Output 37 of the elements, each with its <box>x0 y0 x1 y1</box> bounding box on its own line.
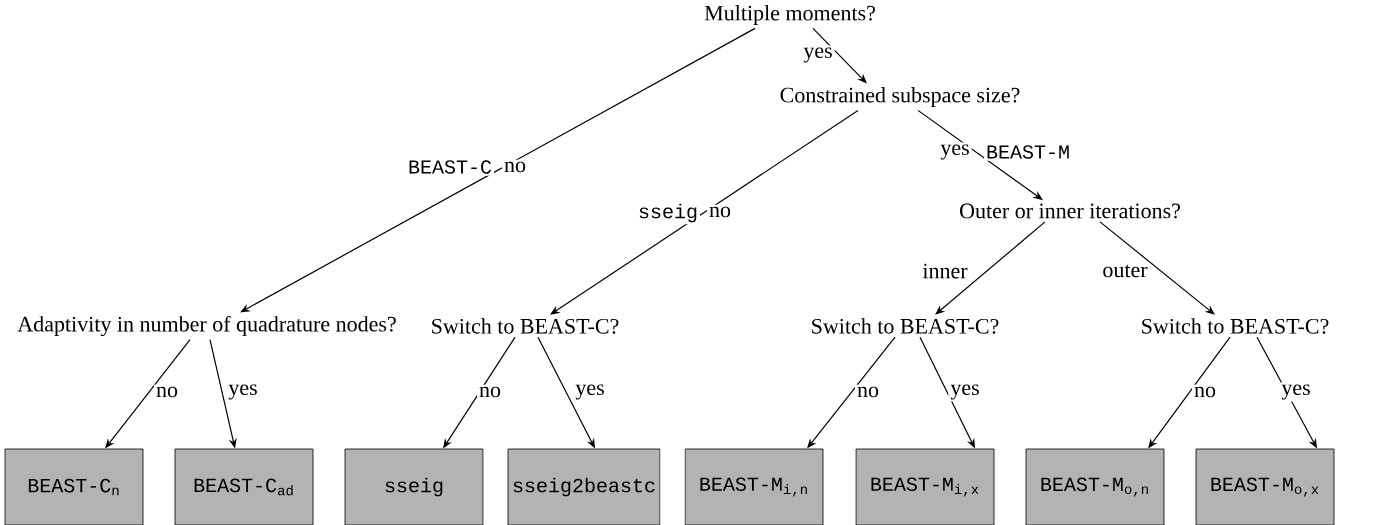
edge-label: inner <box>920 261 970 281</box>
question-text: Switch to BEAST-C? <box>432 318 619 334</box>
edge-label: no <box>707 204 733 220</box>
edge-label: yes <box>1279 382 1313 402</box>
edge-label: no <box>502 159 528 175</box>
question-text: Constrained subspace size? <box>780 87 1020 107</box>
edge-label: outer <box>1100 262 1150 280</box>
question-text: Outer or inner iterations? <box>960 203 1180 219</box>
result-box: BEAST-M$_{i,x}$ <box>855 448 995 525</box>
edge-label: yes <box>801 45 835 65</box>
arrow <box>935 221 1046 315</box>
edge-label: no <box>154 384 180 400</box>
edge-label: yes <box>226 382 260 402</box>
arrow <box>1099 221 1215 315</box>
method-label: sseig <box>636 201 700 225</box>
result-box: BEAST-C$_{n}$ <box>4 448 144 525</box>
edge-label: no <box>855 384 881 400</box>
question-text: Switch to BEAST-C? <box>1142 318 1329 334</box>
arrow <box>812 27 867 84</box>
result-box: sseig <box>344 448 484 525</box>
result-box: sseig2beastc <box>507 448 661 525</box>
question-text: Adaptivity in number of quadrature nodes? <box>17 315 396 337</box>
edge-label: yes <box>573 382 607 402</box>
question-text: Switch to BEAST-C? <box>812 318 999 334</box>
arrow <box>550 109 859 315</box>
edge-label: no <box>477 384 503 400</box>
result-box: BEAST-M$_{o,n}$ <box>1025 448 1165 525</box>
method-label: BEAST-C <box>406 158 494 176</box>
result-box: BEAST-C$_{ad}$ <box>174 448 314 525</box>
edge-label: no <box>1192 384 1218 400</box>
result-box: BEAST-M$_{i,n}$ <box>684 448 824 525</box>
edge-label: yes <box>948 382 982 402</box>
method-label: BEAST-M <box>984 143 1072 161</box>
arrow <box>240 27 756 313</box>
result-box: BEAST-M$_{o,x}$ <box>1195 448 1335 525</box>
edge-label: yes <box>938 142 972 162</box>
question-text: Multiple moments? <box>704 5 875 25</box>
